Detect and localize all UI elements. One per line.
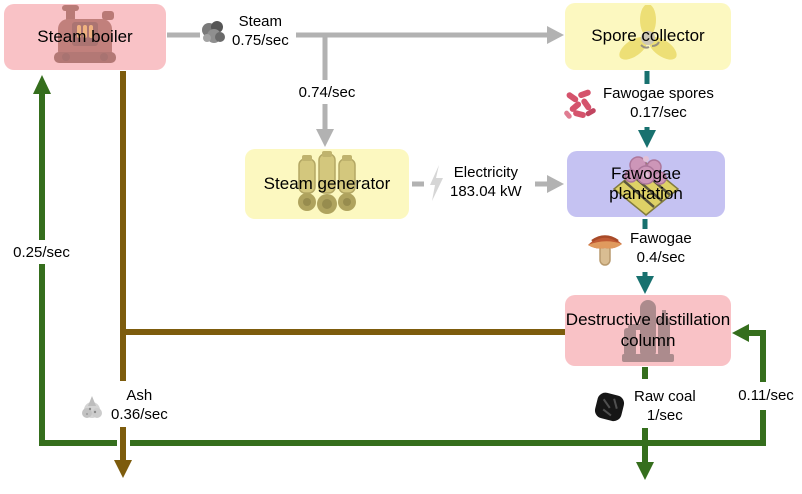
flow-label-coal-to-column: 0.11/sec (738, 387, 794, 404)
flow-rate: 183.04 kW (450, 182, 522, 200)
node-destructive-distillation-column[interactable]: Destructive distillation column (565, 295, 731, 366)
node-label: Destructive distillation column (565, 310, 731, 350)
flow-rate: 0.4/sec (636, 248, 686, 266)
flow-item: Electricity (453, 164, 518, 181)
steam-icon (202, 20, 225, 43)
flow-label-raw-coal: Raw coal 1/sec (592, 388, 696, 426)
ash-flow-line (114, 71, 565, 478)
mushroom-icon (588, 235, 622, 266)
flow-item: Ash (126, 387, 153, 404)
node-label: Fawogae plantation (609, 163, 683, 203)
node-label: Steam generator (263, 173, 391, 193)
flow-label-coal-to-boiler: 0.25/sec (13, 244, 70, 261)
coal-icon (594, 392, 625, 421)
flow-rate: 0.36/sec (111, 405, 168, 423)
node-spore-collector[interactable]: Spore collector (565, 3, 731, 70)
flow-rate: 0.17/sec (630, 103, 687, 121)
node-steam-boiler[interactable]: Steam boiler (4, 4, 166, 70)
lightning-icon (430, 164, 443, 201)
steam-flow-line (167, 26, 564, 193)
node-label: Spore collector (591, 26, 705, 46)
flow-label-steam: Steam 0.75/sec (200, 13, 289, 51)
flow-item: Fawogae spores (603, 85, 714, 102)
node-label: Steam boiler (37, 26, 133, 46)
flow-item: Raw coal (634, 388, 696, 405)
flow-rate: 0.75/sec (232, 31, 289, 49)
flow-label-electricity: Electricity 183.04 kW (428, 164, 522, 202)
node-steam-generator[interactable]: Steam generator (245, 149, 409, 219)
flow-label-fawogae: Fawogae 0.4/sec (586, 230, 692, 268)
flow-label-fawogae-spores: Fawogae spores 0.17/sec (563, 85, 714, 123)
ash-icon (82, 395, 102, 418)
spores-icon (564, 89, 596, 119)
flow-item: Fawogae (630, 230, 692, 247)
flow-rate: 1/sec (646, 406, 683, 424)
flow-item: Steam (238, 13, 283, 30)
flow-label-ash: Ash 0.36/sec (79, 387, 168, 425)
spore-flow-line (636, 71, 656, 294)
coal-flow-line (33, 75, 766, 480)
flow-label-steam-to-generator: 0.74/sec (298, 84, 356, 101)
node-fawogae-plantation[interactable]: Fawogae plantation (567, 151, 725, 217)
